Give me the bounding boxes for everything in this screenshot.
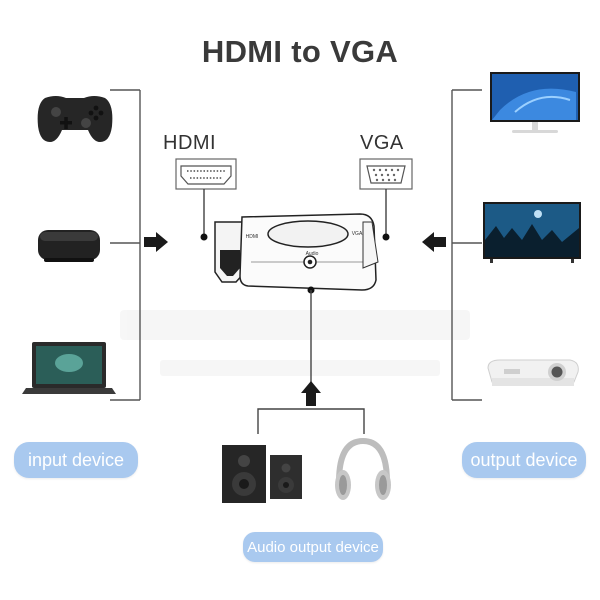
- input-bracket: [110, 89, 141, 401]
- diagram-title: HDMI to VGA: [201, 34, 399, 69]
- adapter-vga-marking: VGA: [352, 231, 363, 237]
- vga-label: VGA: [360, 132, 404, 154]
- port-lines: [203, 189, 387, 236]
- audio-output-device-label: Audio output device: [243, 532, 383, 562]
- speakers-icon: [222, 445, 302, 503]
- vga-port-icon: [359, 158, 413, 190]
- tv-box-icon: [38, 230, 100, 262]
- output-bracket: [451, 89, 482, 401]
- watermark: [120, 310, 470, 376]
- output-arrow: [422, 232, 446, 252]
- headphones-icon: [335, 437, 391, 500]
- audio-connection: [257, 290, 365, 434]
- game-controller-icon: [37, 96, 113, 142]
- audio-output-device-text: Audio output device: [247, 538, 379, 556]
- input-device-label: input device: [14, 442, 138, 478]
- monitor-icon: [490, 72, 580, 133]
- tv-icon: [483, 202, 581, 263]
- projector-icon: [487, 359, 579, 386]
- hdmi-label: HDMI: [163, 132, 217, 154]
- input-arrow: [144, 232, 168, 252]
- audio-arrow: [301, 381, 321, 406]
- adapter: [214, 213, 379, 291]
- laptop-icon: [22, 342, 116, 394]
- hdmi-port-icon: [175, 158, 237, 190]
- output-device-label: output device: [462, 442, 586, 478]
- input-device-text: input device: [27, 449, 125, 470]
- adapter-audio-marking: Audio: [306, 251, 319, 257]
- output-device-text: output device: [470, 449, 578, 470]
- adapter-hdmi-marking: HDMI: [246, 234, 259, 240]
